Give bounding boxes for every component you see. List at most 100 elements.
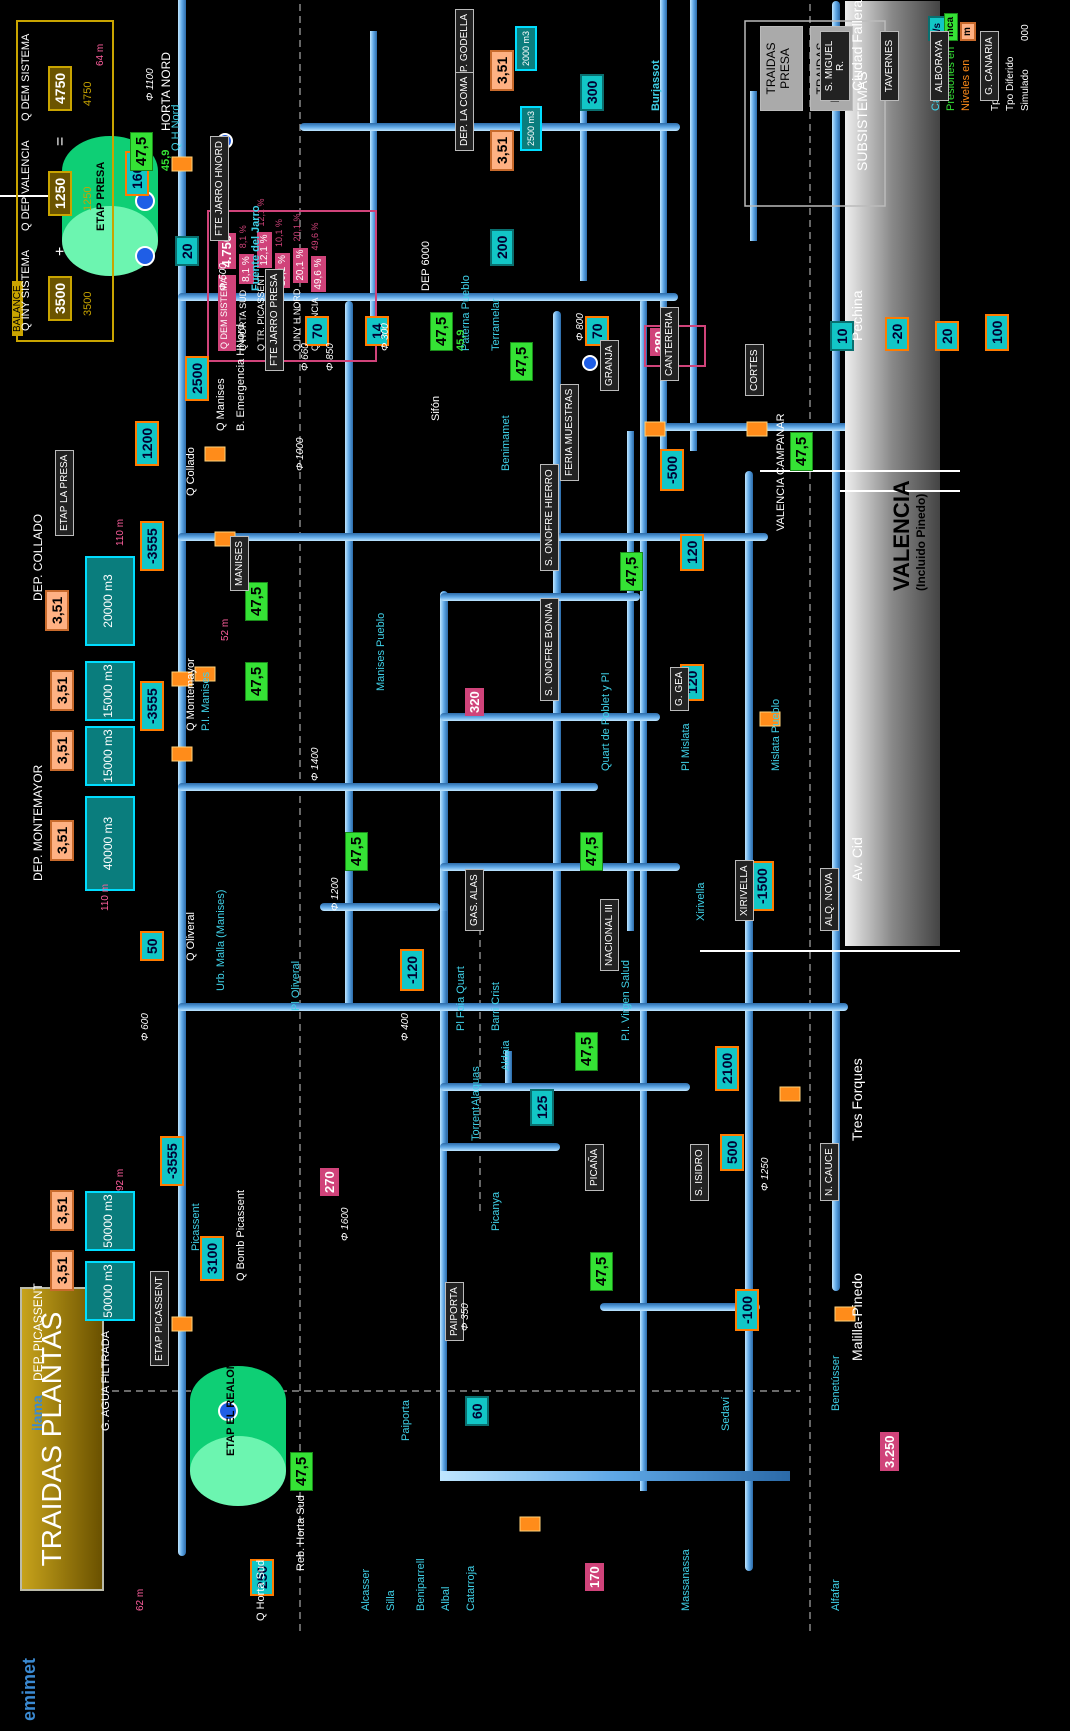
q-dep-valencia-label: Q DEP VALENCIA	[20, 140, 32, 231]
diameter-label: Φ 660	[300, 343, 311, 371]
station-alq-nova[interactable]: ALQ. NOVA	[820, 868, 839, 931]
place-pl-mislata: Pl Mislata	[680, 723, 692, 771]
station-manises[interactable]: MANISES	[230, 536, 249, 591]
dep6000-flow: 200	[490, 229, 514, 266]
station-xirivella[interactable]: XIRIVELLA	[735, 860, 754, 921]
station-picana[interactable]: PICAÑA	[585, 1144, 604, 1191]
q-traidas-presa-value: 320	[465, 688, 484, 716]
place-paterna-pueblo: Paterna Pueblo	[460, 275, 472, 351]
station-fte-jarro-presa[interactable]: FTE JARRO PRESA	[265, 269, 284, 371]
legend-m: m	[960, 22, 976, 41]
place-pi-virgen-salud: P.I. Virgen Salud	[620, 960, 632, 1041]
legend-niveles: Niveles en	[960, 60, 972, 111]
legend-sim-value: 000	[1020, 24, 1031, 41]
station-valencia-campanar: VALENCIA CAMPANAR	[775, 413, 787, 531]
oliveral-flow: 50	[140, 931, 164, 961]
montemayor-tank-m2: 40000 m3	[85, 796, 135, 891]
district-malilla-pinedo: Malilla-Pinedo	[850, 1273, 865, 1361]
pressure-badge: 47,5	[580, 832, 603, 871]
place-xirivella: Xirivella	[695, 882, 707, 921]
station-s-onofre-hierro[interactable]: S. ONOFRE HIERRO	[540, 464, 559, 571]
pressure-badge: 47,5	[575, 1032, 598, 1071]
diameter-label: Φ 1400	[310, 748, 321, 781]
station-reb-horta-sud: Reb. Horta Sud	[295, 1495, 307, 1571]
plus-sign: +	[52, 247, 70, 256]
la-coma-tank-1: 2500 m3	[520, 106, 542, 151]
station-s-onofre-bonna[interactable]: S. ONOFRE BONNA	[540, 598, 559, 701]
station-sifon: Sifón	[430, 396, 442, 421]
picassent-tank-p1: 50000 m3	[85, 1261, 135, 1321]
pressure-sim: 45,9	[160, 150, 172, 171]
place-paiporta: Paiporta	[400, 1400, 412, 1441]
dep-montemayor-label: DEP. MONTEMAYOR	[32, 765, 45, 881]
pressure-badge: 47,5	[245, 662, 268, 701]
level-mark: 110 m	[100, 884, 111, 911]
picassent-level-p2a: 3,51	[50, 1190, 74, 1231]
station-cortes[interactable]: CORTES	[745, 345, 764, 397]
dep-6000-label: DEP 6000	[420, 241, 432, 291]
fuente-jarro-flow: 20	[175, 236, 199, 266]
place-picassent: Picassent	[190, 1203, 202, 1251]
diameter-label: Φ 500	[218, 263, 229, 291]
station-feria-muestras[interactable]: FERIA MUESTRAS	[560, 384, 579, 481]
cantereria-flow: -500	[660, 449, 684, 491]
diameter-label: Φ 850	[325, 343, 336, 371]
town-catarroja: Catarroja	[465, 1566, 477, 1611]
bomb-picassent-flow: 3100	[200, 1236, 224, 1281]
dep-la-coma-box: DEP. LA COMA	[455, 72, 474, 151]
station-cantereria[interactable]: CANTERERIA	[660, 307, 679, 381]
pressure-badge: 47,5	[130, 132, 153, 171]
station-fte-jarro-hnord[interactable]: FTE JARRO HNORD	[210, 136, 229, 241]
district-tres-forques: Tres Forques	[850, 1058, 865, 1141]
oliveral-label: Q Oliveral	[185, 912, 197, 961]
gas-alas-flow: -120	[400, 949, 424, 991]
montemayor-level-m3: 3,51	[50, 670, 74, 711]
etap-presa-label: ETAP PRESA	[95, 162, 107, 231]
outflow-arrows	[0, 196, 960, 951]
tag-s-miguel: S. MIGUEL R.	[820, 31, 850, 101]
nuevo-cauce-flow: -100	[735, 1289, 759, 1331]
manises-label: Q Manises	[215, 378, 227, 431]
s-isidro-1000-flow: 2100	[715, 1046, 739, 1091]
station-granja[interactable]: GRANJA	[600, 340, 619, 391]
torrent-flow: 125	[530, 1089, 554, 1126]
station-n-cauce[interactable]: N. CAUCE	[820, 1143, 839, 1201]
dep-picassent-flow: -3555	[160, 1136, 184, 1186]
station-g-gea[interactable]: G. GEA	[670, 667, 689, 711]
picassent-tank-p2: 50000 m3	[85, 1191, 135, 1251]
colado-flow: 1200	[135, 421, 159, 466]
diameter-label: Φ 1200	[330, 878, 341, 911]
traidas-presa-button[interactable]: TRAIDAS PRESA	[760, 26, 803, 111]
legend-simulado: Simulado	[1020, 69, 1031, 111]
paiporta-pump-flow: 60	[465, 1396, 489, 1426]
q-iny-sistema-value: 3500	[48, 276, 72, 321]
burjassot-label: Burjassot	[650, 60, 662, 111]
colado-label: Q Collado	[185, 447, 197, 496]
pressure-badge: 47,5	[620, 552, 643, 591]
pressure-badge: 47,5	[590, 1252, 613, 1291]
station-s-isidro[interactable]: S. ISIDRO	[690, 1144, 709, 1201]
town-sedavi: Sedaví	[720, 1397, 732, 1431]
montemayor-tank-m1: 15000 m3	[85, 726, 135, 786]
q-dem-sistema-label: Q DEM SISTEMA	[20, 34, 32, 121]
gran-canaria-flow: 100	[985, 314, 1009, 351]
place-benimamet: Benimamet	[500, 415, 512, 471]
place-picanya: Picanya	[490, 1192, 502, 1231]
town-massanassa: Massanassa	[680, 1549, 692, 1611]
station-nacional-iii[interactable]: NACIONAL III	[600, 899, 619, 971]
q-valencia-value: 3.250	[880, 1432, 899, 1471]
montemayor-label: Q Montemayor	[185, 658, 197, 731]
station-b-emergencia: B. Emergencia HNord	[235, 324, 247, 431]
etap-picassent-box: ETAP PICASSENT	[150, 1271, 169, 1366]
place-terramelar: Terramelar	[490, 298, 502, 351]
dep-colado-tank: 20000 m3	[85, 556, 135, 646]
q-dem-sistema-value: 4750	[48, 66, 72, 111]
place-mislata-pueblo: Mislata Pueblo	[770, 699, 782, 771]
station-gas-alas[interactable]: GAS. ALAS	[465, 869, 484, 931]
pressure-badge: 47,5	[345, 832, 368, 871]
equals-sign: =	[52, 137, 70, 146]
pressure-badge: 47,5	[510, 342, 533, 381]
diameter-label: Φ 1250	[760, 1158, 771, 1191]
tag-tavernes: TAVERNES	[880, 31, 899, 101]
horta-nord-label: HORTA NORD	[160, 52, 173, 131]
